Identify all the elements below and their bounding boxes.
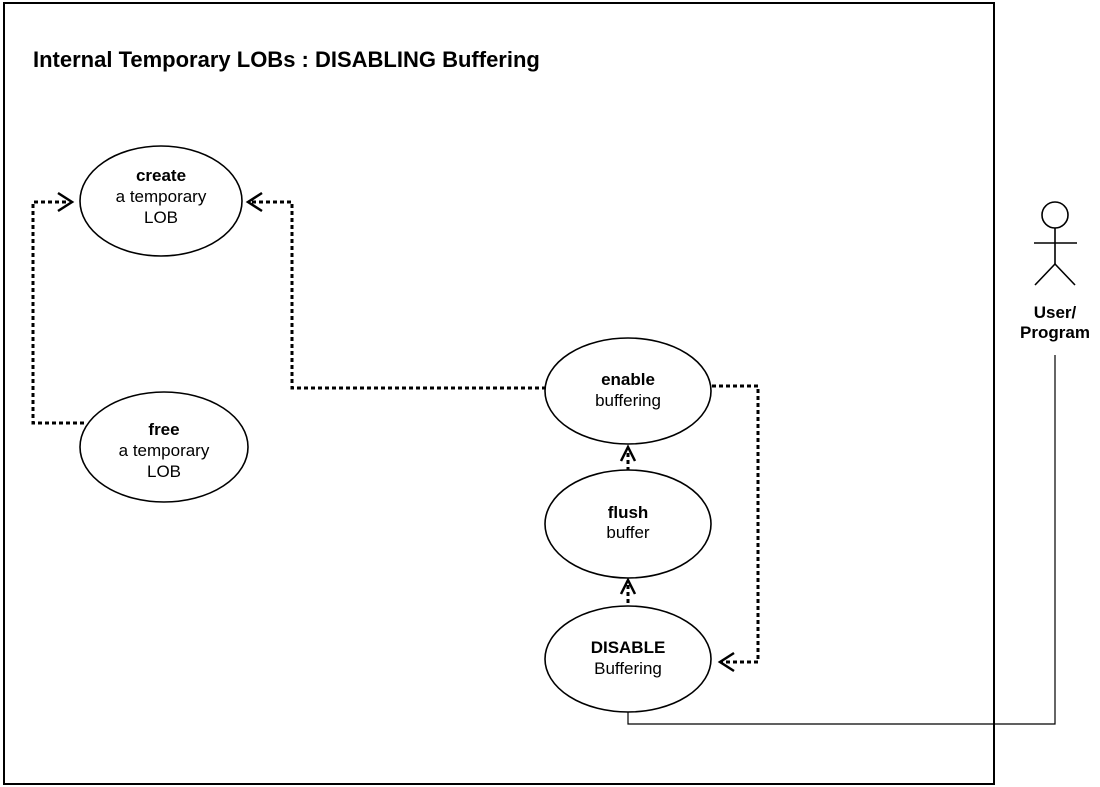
association-actor-to-disable: [627, 355, 1056, 725]
use-case-free-name: free: [148, 420, 179, 439]
use-case-create-line-1: a temporary: [116, 187, 207, 206]
use-case-free-line-2: LOB: [147, 462, 181, 481]
dependency-flush-to-enable: [619, 444, 637, 478]
actor-user-program[interactable]: User/ Program: [1020, 201, 1090, 342]
use-case-free[interactable]: free a temporary LOB: [79, 391, 249, 503]
use-case-enable[interactable]: enable buffering: [544, 337, 712, 445]
use-case-create-line-2: LOB: [144, 208, 178, 227]
system-boundary: [3, 2, 995, 785]
actor-label-line-1: User/: [1034, 303, 1077, 322]
diagram-title: Internal Temporary LOBs : DISABLING Buff…: [33, 47, 540, 72]
use-case-flush-line-1: buffer: [606, 523, 650, 542]
use-case-flush[interactable]: flush buffer: [544, 469, 712, 579]
dependency-disable-to-flush: [619, 577, 637, 610]
dependency-enable-to-create: [245, 191, 546, 390]
use-case-enable-line-1: buffering: [595, 391, 661, 410]
stick-figure-icon: [1034, 201, 1077, 286]
use-case-flush-name: flush: [608, 503, 649, 522]
use-case-free-line-1: a temporary: [119, 441, 210, 460]
dependency-free-to-create: [31, 191, 84, 425]
use-case-disable-line-1: Buffering: [594, 659, 662, 678]
actor-label-line-2: Program: [1020, 323, 1090, 342]
dependency-enable-to-disable: [712, 384, 760, 673]
use-case-create[interactable]: create a temporary LOB: [79, 145, 243, 257]
use-case-enable-name: enable: [601, 370, 655, 389]
use-case-disable[interactable]: DISABLE Buffering: [544, 605, 712, 713]
use-case-create-name: create: [136, 166, 186, 185]
use-case-disable-name: DISABLE: [591, 638, 666, 657]
